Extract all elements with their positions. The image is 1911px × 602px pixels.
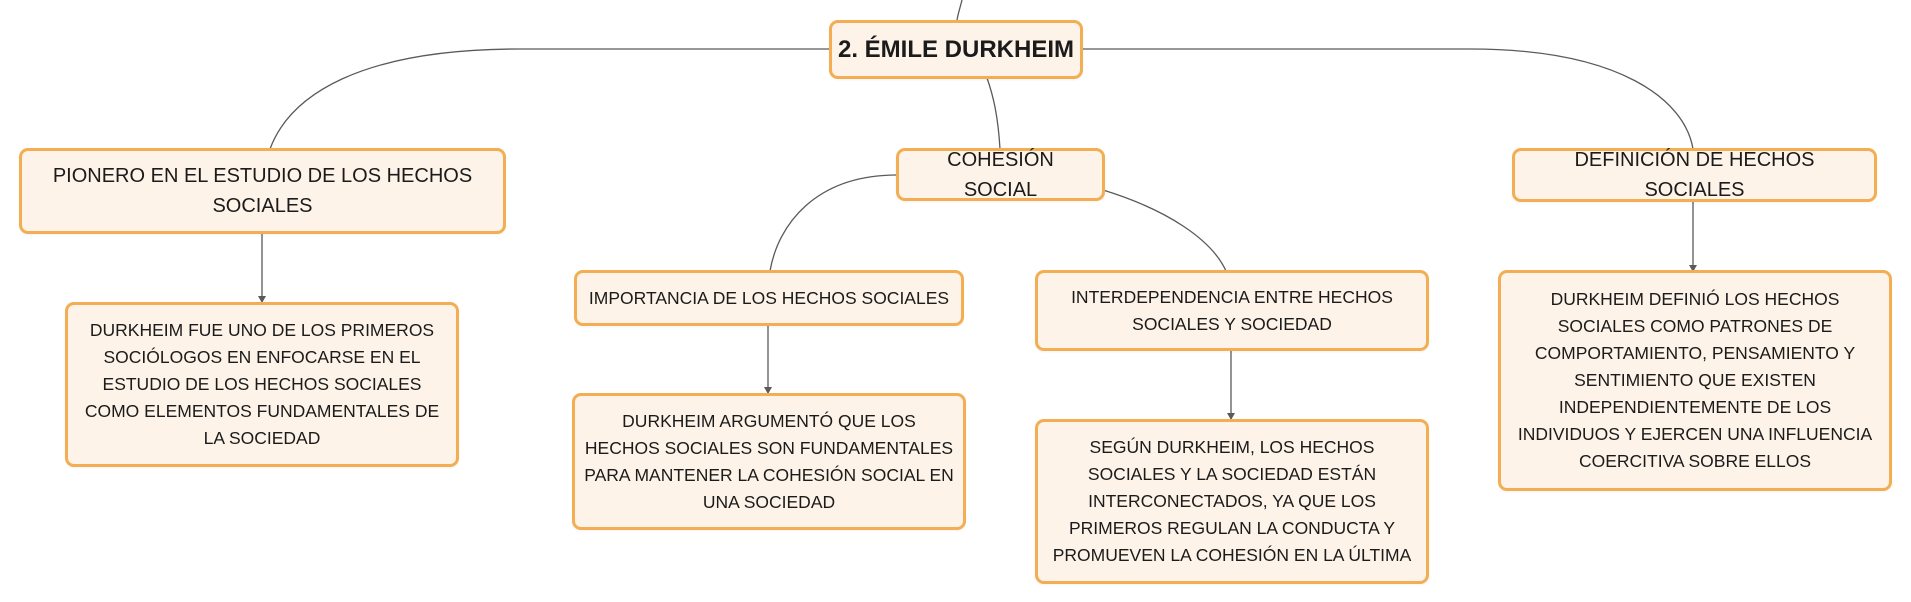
root-label: 2. ÉMILE DURKHEIM (837, 35, 1074, 63)
subtopic-interdependence-label: INTERDEPENDENCIA ENTRE HECHOS SOCIALES Y… (1071, 286, 1393, 334)
arrowhead-interdependence-detail (1227, 413, 1235, 420)
detail-pioneer[interactable]: DURKHEIM FUE UNO DE LOS PRIMEROS SOCIÓLO… (65, 302, 459, 467)
arrowhead-importance-detail (764, 387, 772, 394)
connector-cohesion-to-interdependence (1102, 189, 1227, 272)
topic-definition-label: DEFINICIÓN DE HECHOS SOCIALES (1574, 149, 1815, 201)
connector-root-to-definition (1082, 48, 1694, 150)
detail-interdependence[interactable]: SEGÚN DURKHEIM, LOS HECHOS SOCIALES Y LA… (1035, 419, 1429, 584)
connector-root-to-pioneer (269, 48, 830, 150)
connector-cohesion-to-importance (769, 174, 898, 272)
subtopic-interdependence[interactable]: INTERDEPENDENCIA ENTRE HECHOS SOCIALES Y… (1035, 270, 1429, 351)
root-node[interactable]: 2. ÉMILE DURKHEIM (829, 20, 1083, 79)
detail-definition[interactable]: DURKHEIM DEFINIÓ LOS HECHOS SOCIALES COM… (1498, 270, 1892, 491)
subtopic-importance-label: IMPORTANCIA DE LOS HECHOS SOCIALES (588, 287, 950, 308)
detail-importance-text: DURKHEIM ARGUMENTÓ QUE LOS HECHOS SOCIAL… (584, 410, 954, 512)
topic-pioneer[interactable]: PIONERO EN EL ESTUDIO DE LOS HECHOS SOCI… (19, 148, 506, 234)
subtopic-importance[interactable]: IMPORTANCIA DE LOS HECHOS SOCIALES (574, 270, 964, 326)
connector-parent-to-root (956, 0, 963, 21)
detail-interdependence-text: SEGÚN DURKHEIM, LOS HECHOS SOCIALES Y LA… (1052, 437, 1412, 565)
topic-cohesion-label: COHESIÓN SOCIAL (947, 148, 1054, 201)
topic-definition[interactable]: DEFINICIÓN DE HECHOS SOCIALES (1512, 148, 1877, 202)
detail-importance[interactable]: DURKHEIM ARGUMENTÓ QUE LOS HECHOS SOCIAL… (572, 393, 966, 530)
detail-definition-text: DURKHEIM DEFINIÓ LOS HECHOS SOCIALES COM… (1517, 289, 1873, 471)
topic-pioneer-label: PIONERO EN EL ESTUDIO DE LOS HECHOS SOCI… (52, 165, 473, 217)
connector-root-to-cohesion (986, 77, 1001, 150)
detail-pioneer-text: DURKHEIM FUE UNO DE LOS PRIMEROS SOCIÓLO… (84, 320, 440, 448)
arrowhead-definition-detail (1689, 265, 1697, 272)
topic-cohesion[interactable]: COHESIÓN SOCIAL (896, 148, 1105, 201)
arrowhead-pioneer-detail (258, 296, 266, 303)
